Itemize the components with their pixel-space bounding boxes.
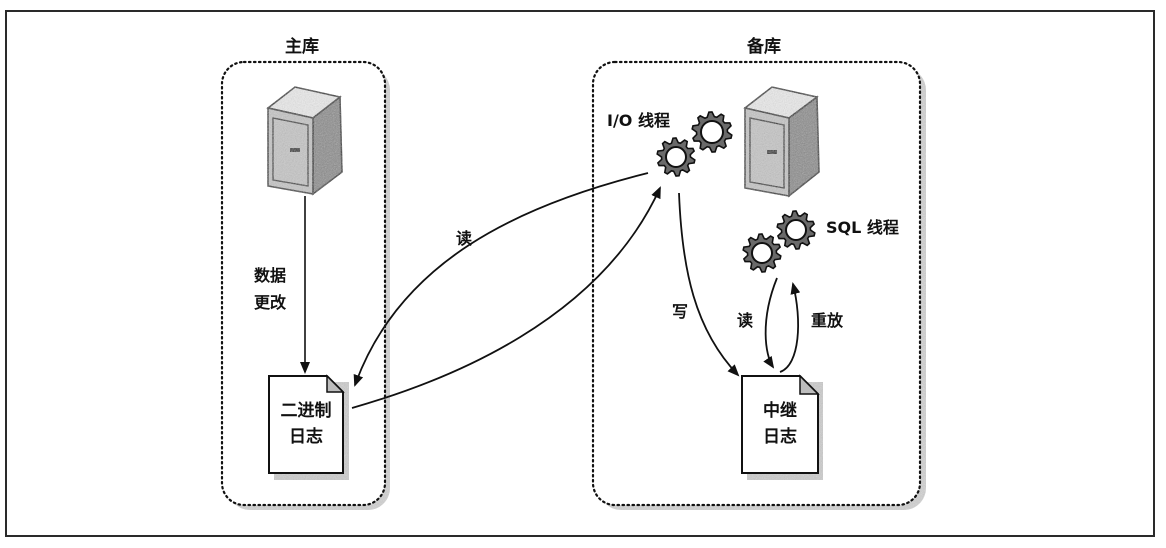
relay-log-label-line-2: 日志 <box>763 427 797 447</box>
binary-log-label-line-2: 日志 <box>289 427 323 447</box>
binlog-to-io-arrow <box>351 186 661 409</box>
master-server-icon <box>266 86 343 196</box>
master-title: 主库 <box>285 37 319 57</box>
data-change-label: 数据 更改 <box>254 262 286 316</box>
relay-log-document-icon <box>741 374 823 480</box>
sql-gear-large-icon <box>776 210 816 250</box>
relay-log-label: 中继 日志 <box>742 398 818 450</box>
sql-read-arrow <box>763 277 778 369</box>
io-gear-small-icon <box>656 137 696 177</box>
io-read-label: 读 <box>456 229 473 248</box>
slave-server-icon <box>743 86 820 198</box>
slave-title: 备库 <box>747 37 781 57</box>
io-thread-label: I/O 线程 <box>607 111 670 130</box>
figure-frame <box>5 10 1155 537</box>
data-change-label-line-2: 更改 <box>254 293 287 312</box>
io-write-arrow <box>678 192 740 377</box>
binary-log-label-line-1: 二进制 <box>280 401 332 421</box>
sql-replay-arrow <box>779 282 801 373</box>
io-gear-large-icon <box>691 111 733 153</box>
binary-log-document-icon <box>268 374 349 480</box>
sql-thread-gears-icon <box>742 210 816 273</box>
relay-log-label-line-1: 中继 <box>763 401 797 421</box>
io-thread-gears-icon <box>656 111 733 177</box>
io-write-label: 写 <box>672 302 689 321</box>
io-read-request-arrow <box>353 172 649 387</box>
sql-read-label: 读 <box>737 311 754 330</box>
sql-gear-small-icon <box>742 233 782 273</box>
data-change-label-line-1: 数据 <box>254 266 287 285</box>
binary-log-label: 二进制 日志 <box>269 398 343 450</box>
sql-replay-label: 重放 <box>811 311 844 330</box>
sql-thread-label: SQL 线程 <box>826 218 899 237</box>
